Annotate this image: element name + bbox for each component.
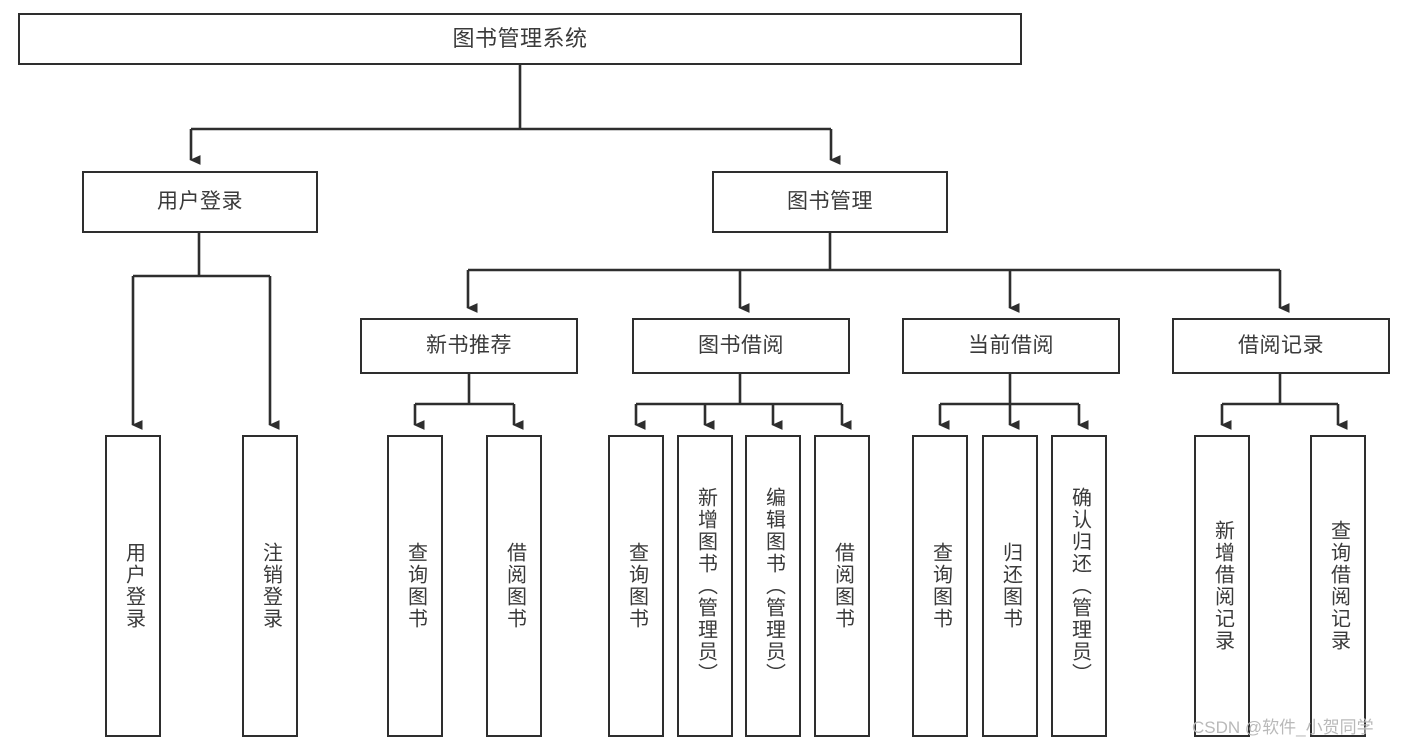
node-label: 新增图书（管理员）: [694, 487, 717, 685]
node-label: 借阅图书: [503, 542, 526, 630]
leaf-user-login-signin[interactable]: 用户登录: [105, 435, 161, 737]
node-label: 图书管理: [787, 190, 873, 214]
node-label: 确认归还（管理员）: [1068, 487, 1091, 685]
leaf-borrow-borrow-book[interactable]: 借阅图书: [814, 435, 870, 737]
node-label: 注销登录: [259, 542, 282, 630]
leaf-recommend-borrow-book[interactable]: 借阅图书: [486, 435, 542, 737]
node-label: 查询图书: [404, 542, 427, 630]
node-label: 查询借阅记录: [1327, 520, 1350, 652]
node-label: 新增借阅记录: [1211, 520, 1234, 652]
node-label: 用户登录: [157, 190, 243, 214]
leaf-borrow-query-book[interactable]: 查询图书: [608, 435, 664, 737]
node-label: 图书借阅: [698, 334, 784, 358]
leaf-recommend-query-book[interactable]: 查询图书: [387, 435, 443, 737]
node-book-borrow[interactable]: 图书借阅: [632, 318, 850, 374]
node-label: 查询图书: [929, 542, 952, 630]
node-label: 用户登录: [122, 542, 145, 630]
leaf-current-return-book[interactable]: 归还图书: [982, 435, 1038, 737]
node-label: 新书推荐: [426, 334, 512, 358]
node-label: 当前借阅: [968, 334, 1054, 358]
node-root-system[interactable]: 图书管理系统: [18, 13, 1022, 65]
leaf-current-confirm-return-admin[interactable]: 确认归还（管理员）: [1051, 435, 1107, 737]
leaf-records-add-record[interactable]: 新增借阅记录: [1194, 435, 1250, 737]
watermark-text: CSDN @软件_小贺同学: [1192, 718, 1374, 737]
leaf-borrow-add-book-admin[interactable]: 新增图书（管理员）: [677, 435, 733, 737]
node-book-management[interactable]: 图书管理: [712, 171, 948, 233]
node-new-book-recommend[interactable]: 新书推荐: [360, 318, 578, 374]
node-label: 借阅记录: [1238, 334, 1324, 358]
leaf-borrow-edit-book-admin[interactable]: 编辑图书（管理员）: [745, 435, 801, 737]
node-user-login[interactable]: 用户登录: [82, 171, 318, 233]
leaf-records-query-record[interactable]: 查询借阅记录: [1310, 435, 1366, 737]
leaf-user-login-signout[interactable]: 注销登录: [242, 435, 298, 737]
node-label: 编辑图书（管理员）: [762, 487, 785, 685]
node-label: 查询图书: [625, 542, 648, 630]
node-current-borrow[interactable]: 当前借阅: [902, 318, 1120, 374]
node-label: 归还图书: [999, 542, 1022, 630]
node-label: 图书管理系统: [452, 25, 588, 51]
node-label: 借阅图书: [831, 542, 854, 630]
node-borrow-records[interactable]: 借阅记录: [1172, 318, 1390, 374]
leaf-current-query-book[interactable]: 查询图书: [912, 435, 968, 737]
